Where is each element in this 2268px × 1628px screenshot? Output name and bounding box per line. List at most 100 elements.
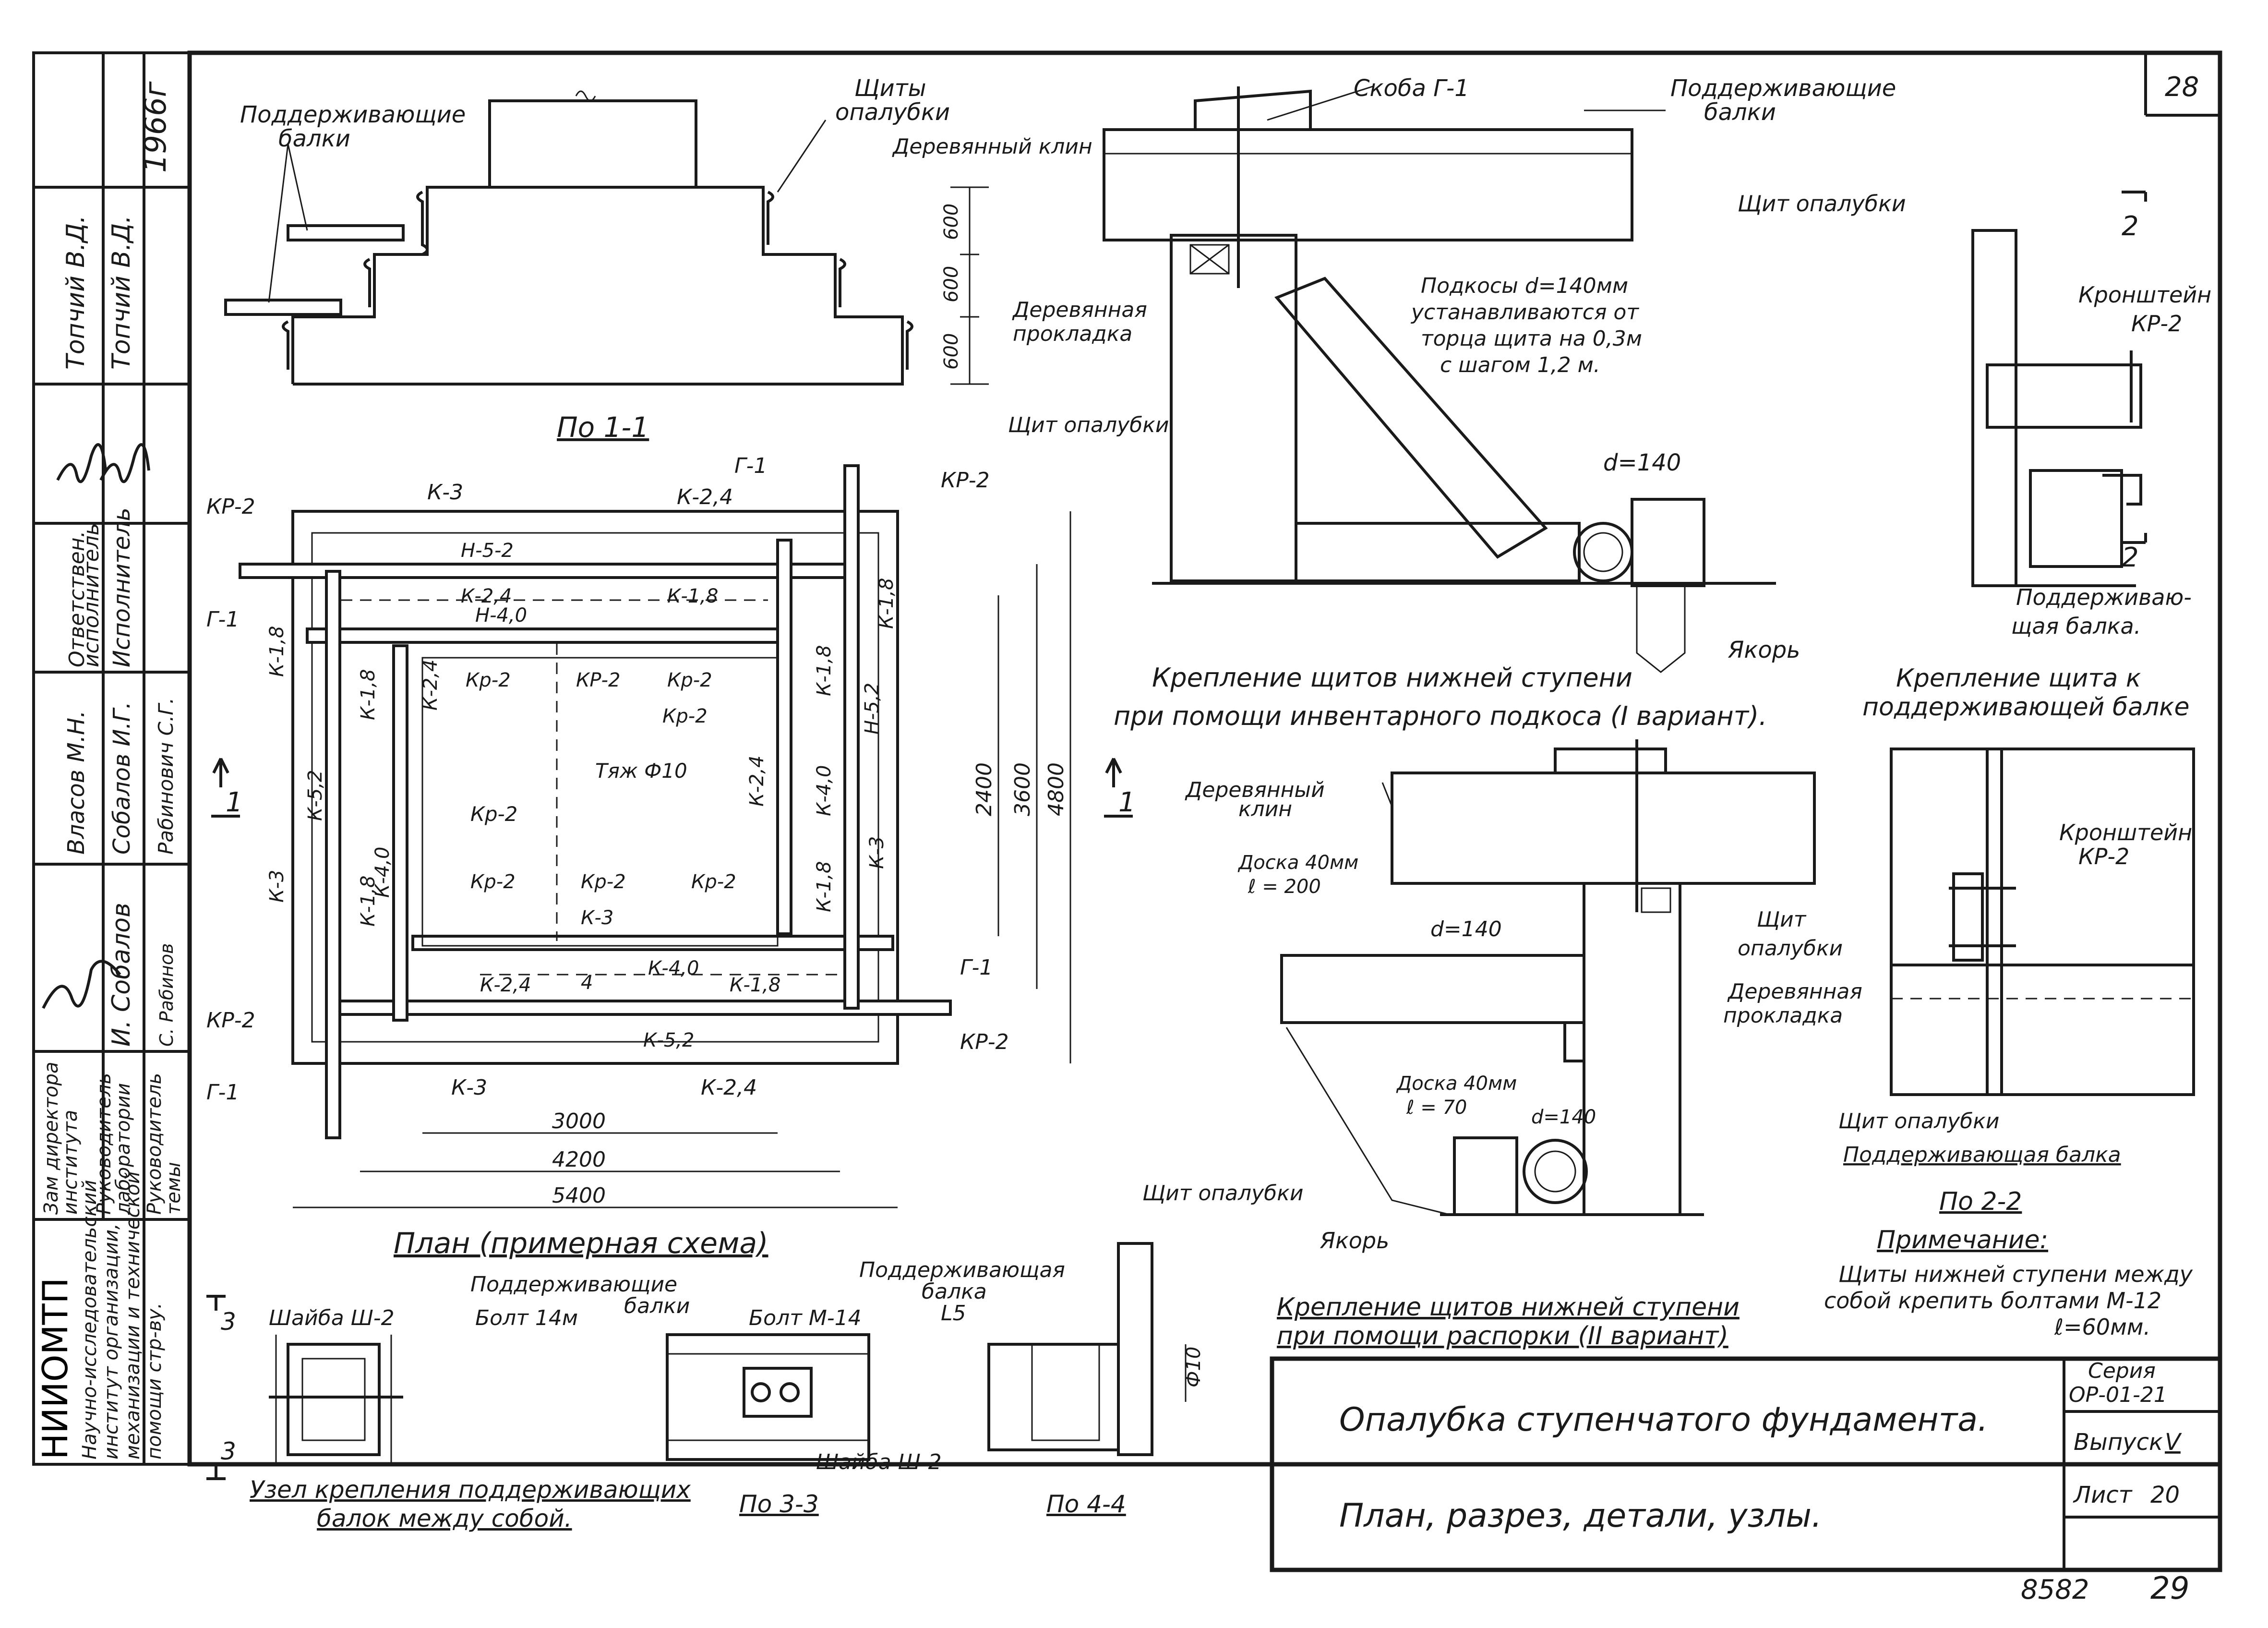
v1-label-wedge: Деревянный клин bbox=[892, 134, 1092, 159]
plan-label: К-1,8 bbox=[357, 876, 379, 927]
note-line-1: Щиты нижней ступени между bbox=[1838, 1261, 2193, 1287]
v2-label-shield-1: Щит bbox=[1757, 907, 1807, 932]
variant-2-drawing bbox=[1280, 739, 1816, 1216]
s11-caption: По 1-1 bbox=[557, 411, 649, 444]
s22-label-shield: Щит опалубки bbox=[1838, 1109, 1999, 1134]
s33-label-washer: Шайба Ш-2 bbox=[816, 1450, 942, 1474]
plan-label: К-5,2 bbox=[643, 1029, 694, 1051]
plan-labels: К-3 К-2,4 Г-1 КР-2 КР-2 Н-5-2 К-2,4 Н-4,… bbox=[206, 454, 1009, 1105]
plan-label: Н-4,0 bbox=[475, 604, 527, 627]
sheet-number: 28 bbox=[2165, 72, 2199, 103]
s44-label-beam-3: L5 bbox=[941, 1301, 966, 1326]
org-full-1: Научно-исследовательский bbox=[79, 1180, 101, 1459]
plan-label: Н-5-2 bbox=[461, 540, 514, 562]
v1-label-brace-2: устанавливаются от bbox=[1410, 300, 1639, 325]
plan-label: К-4,0 bbox=[813, 765, 835, 816]
page-number: 29 bbox=[2150, 1571, 2189, 1606]
plan-label: Кр-2 bbox=[691, 871, 736, 893]
bd-caption-2: поддерживающей балке bbox=[1862, 693, 2190, 722]
plan-label: К-4,0 bbox=[372, 847, 394, 898]
s22-label-beam: Поддерживающая балка bbox=[1843, 1143, 2121, 1167]
plan-label: К-1,8 bbox=[667, 585, 718, 607]
bd-caption-1: Крепление щита к bbox=[1896, 664, 2141, 693]
s11-beams-label-1: Поддерживающие bbox=[240, 101, 466, 128]
s22-caption: По 2-2 bbox=[1939, 1187, 2022, 1216]
role-label-5: Руководитель bbox=[144, 1073, 166, 1215]
node3-label-bolt: Болт 14м bbox=[475, 1306, 578, 1330]
plan-label: К-2,4 bbox=[461, 585, 512, 607]
plan-mark-4: 4 bbox=[581, 972, 593, 994]
s11-dim-3: 600 bbox=[940, 333, 962, 370]
plan-dim-h-2: 4200 bbox=[552, 1147, 606, 1172]
bracket-detail-drawing bbox=[1971, 191, 2147, 587]
v1-label-d: d=140 bbox=[1603, 449, 1681, 476]
bd-label-beam-2: щая балка. bbox=[2011, 613, 2141, 639]
v1-label-bracket: Скоба Г-1 bbox=[1354, 75, 1469, 102]
plan-label: Тяж Ф10 bbox=[595, 759, 687, 783]
s22-label-bracket-1: Кронштейн bbox=[2059, 820, 2192, 845]
stamp-number: 8582 bbox=[2021, 1574, 2089, 1605]
plan-caption: План (примерная схема) bbox=[394, 1227, 768, 1260]
s33-caption: По 3-3 bbox=[739, 1490, 819, 1518]
plan-label: К-2,4 bbox=[746, 756, 768, 807]
plan-label: Кр-2 bbox=[667, 669, 712, 691]
sheet-value: 20 bbox=[2150, 1482, 2180, 1508]
node3-label-beams-1: Поддерживающие bbox=[470, 1272, 677, 1297]
plan-label: Н-5,2 bbox=[861, 683, 883, 735]
plan-label: К-4,0 bbox=[648, 957, 699, 979]
series-label: Серия bbox=[2088, 1359, 2156, 1383]
plan-mark-1-left: 1 bbox=[226, 787, 243, 818]
plan-label: К-1,8 bbox=[813, 861, 835, 912]
section-2-2-drawing bbox=[1890, 748, 2195, 1096]
role-label-1: Зам директора bbox=[40, 1061, 62, 1215]
plan-label: К-2,4 bbox=[701, 1075, 757, 1100]
subtitle-text: План, разрез, детали, узлы. bbox=[1339, 1497, 1822, 1535]
s11-shields-label-2: опалубки bbox=[835, 99, 950, 126]
plan-dim-v-3: 4800 bbox=[1044, 762, 1068, 816]
plan-vertical-labels: К-1,8 К-3 К-1,8 К-1,8 Н-5,2 К-5,2 К-1,8 … bbox=[266, 578, 898, 927]
bd-label-bracket-1: Кронштейн bbox=[2078, 282, 2211, 308]
sheet-frame bbox=[32, 50, 2222, 1467]
org-short: НИИОМТП bbox=[35, 1278, 75, 1459]
v2-label-pad-2: прокладка bbox=[1723, 1003, 1843, 1028]
name-vlasov: Власов М.Н. bbox=[63, 711, 90, 855]
v1-label-beams-2: балки bbox=[1704, 99, 1776, 126]
exec-label: Исполнитель bbox=[108, 507, 135, 667]
plan-label: Кр-2 bbox=[470, 802, 517, 826]
bd-mark-2-bottom: 2 bbox=[2122, 542, 2139, 573]
signature-scribbles bbox=[42, 443, 150, 1009]
v2-label-d2: d=140 bbox=[1531, 1106, 1596, 1128]
plan-dim-v-2: 3600 bbox=[1010, 762, 1035, 816]
plan-dim-v-1: 2400 bbox=[972, 762, 996, 816]
plan-label: К-3 bbox=[866, 836, 888, 869]
plan-label: К-3 bbox=[427, 480, 463, 505]
bd-label-beam-1: Поддерживаю- bbox=[2016, 584, 2192, 610]
plan-label: КР-2 bbox=[960, 1030, 1009, 1054]
v1-label-pad-1: Деревянная bbox=[1012, 298, 1147, 322]
bd-mark-2-top: 2 bbox=[2122, 211, 2139, 242]
v2-label-board1-2: ℓ = 200 bbox=[1248, 876, 1321, 898]
s44-label-beam-2: балка bbox=[922, 1279, 987, 1304]
v2-label-board2-2: ℓ = 70 bbox=[1406, 1097, 1467, 1119]
plan-label: К-5,2 bbox=[304, 770, 326, 821]
plan-label: Г-1 bbox=[206, 607, 239, 632]
node3-label-beams-2: балки bbox=[624, 1294, 690, 1318]
plan-dim-h-3: 5400 bbox=[552, 1183, 606, 1208]
note-title: Примечание: bbox=[1877, 1226, 2048, 1254]
section-4-4-drawing bbox=[987, 1242, 1187, 1456]
s11-beams-label-2: балки bbox=[278, 125, 350, 152]
node-3-drawing bbox=[206, 1295, 403, 1480]
s11-dim-2: 600 bbox=[940, 266, 962, 302]
v1-caption-1: Крепление щитов нижней ступени bbox=[1152, 663, 1632, 693]
v2-label-wedge-2: клин bbox=[1238, 797, 1292, 821]
note-line-3: ℓ=60мм. bbox=[2054, 1314, 2150, 1340]
node3-label-washer: Шайба Ш-2 bbox=[269, 1306, 395, 1330]
org-full-4: помощи стр-ву. bbox=[144, 1302, 166, 1459]
section-1-1-drawing bbox=[224, 90, 989, 386]
v1-label-pad-2: прокладка bbox=[1013, 322, 1132, 346]
node3-mark-bottom: 3 bbox=[221, 1437, 236, 1465]
signature-text-2: С. Рабинов bbox=[156, 943, 177, 1047]
org-full-2: институт организации, bbox=[100, 1223, 122, 1459]
node3-caption-1: Узел крепления поддерживающих bbox=[250, 1476, 691, 1504]
plan-label: К-1,8 bbox=[730, 974, 780, 996]
